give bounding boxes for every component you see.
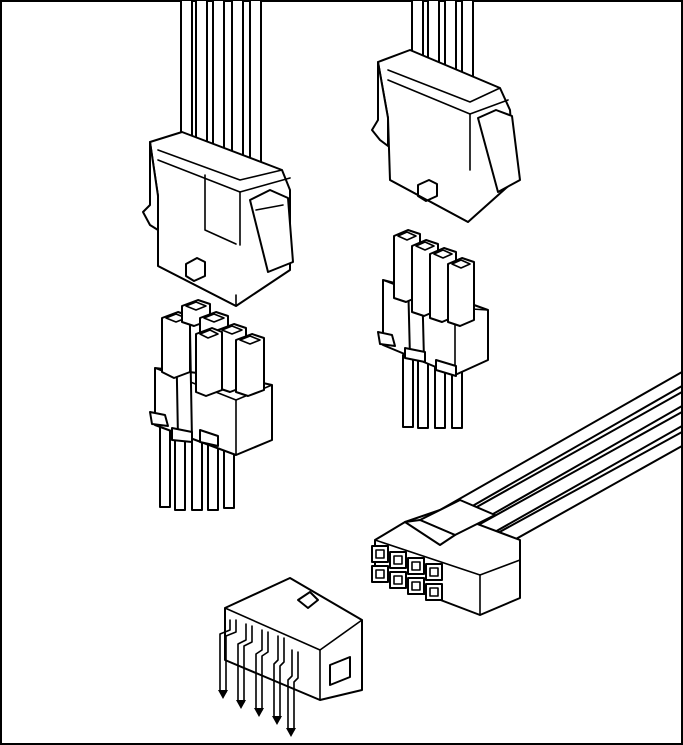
- plug-8-pin-front-face: [371, 371, 683, 616]
- receptacle-8-pin-wires: [159, 424, 235, 511]
- header-pins: [218, 619, 299, 737]
- receptacle-6-pin-towers: [393, 229, 475, 327]
- right-angle-header-8-pin: [218, 577, 363, 737]
- receptacle-8-pin: [149, 299, 273, 511]
- receptacle-8-pin-towers: [161, 299, 265, 397]
- plug-6-pin-with-latch: [371, 0, 521, 223]
- plug-8-pin-cavities: [371, 545, 443, 601]
- plug-8-pin-with-latch: [142, 0, 294, 307]
- receptacle-6-pin: [377, 229, 489, 429]
